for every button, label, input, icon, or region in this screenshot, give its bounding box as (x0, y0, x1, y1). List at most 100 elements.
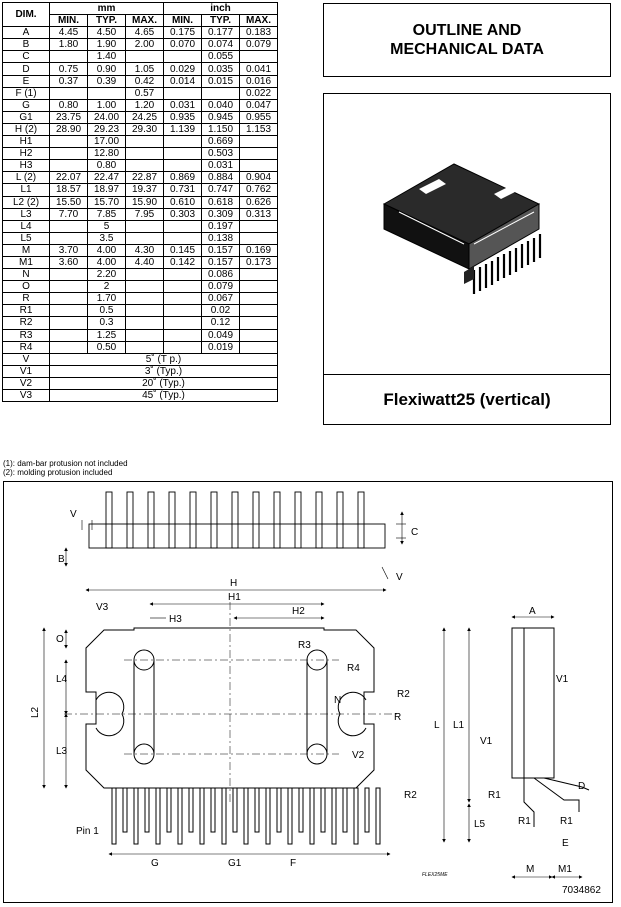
label-v2: V2 (352, 750, 365, 761)
value-cell: 0.169 (239, 243, 278, 257)
front-pin (232, 787, 238, 833)
value-cell (49, 86, 88, 100)
value-cell: 2 (87, 280, 126, 294)
value-cell (163, 135, 202, 149)
dim-cell: L3 (2, 207, 50, 221)
label-r2-bottom: R2 (404, 790, 417, 801)
dim-cell: L1 (2, 183, 50, 197)
value-cell: 0.884 (201, 171, 240, 185)
package-name: Flexiwatt25 (vertical) (324, 374, 610, 425)
value-cell: 0.869 (163, 171, 202, 185)
front-pin (111, 787, 117, 845)
value-cell: 28.90 (49, 122, 88, 137)
label-l4: L4 (56, 674, 68, 685)
value-cell: 18.57 (49, 183, 88, 197)
label-h3: H3 (169, 614, 182, 625)
value-cell (163, 280, 202, 294)
value-cell: 0.747 (201, 183, 240, 197)
label-l: L (434, 720, 440, 731)
value-cell: 0.303 (163, 207, 202, 221)
value-cell: 0.197 (201, 219, 240, 233)
value-cell (163, 292, 202, 306)
value-cell: 1.70 (87, 292, 126, 306)
value-cell: 0.040 (201, 98, 240, 112)
label-f: F (290, 858, 296, 869)
value-cell: 0.022 (239, 86, 278, 100)
front-pin (221, 787, 227, 845)
value-cell (239, 50, 278, 64)
dim-cell: R2 (2, 316, 50, 330)
value-cell: 3.60 (49, 255, 88, 270)
label-r3: R3 (298, 640, 311, 651)
value-cell: 0.945 (201, 110, 240, 124)
value-cell (163, 159, 202, 173)
value-cell: 5 (87, 219, 126, 233)
value-cell: 0.177 (201, 26, 240, 40)
value-cell: 0.049 (201, 328, 240, 342)
dim-cell: V1 (2, 364, 50, 378)
value-cell: 1.139 (163, 122, 202, 137)
dim-cell: V (2, 352, 50, 366)
label-v1-bottom: V1 (480, 736, 493, 747)
value-cell: 15.90 (125, 195, 164, 209)
front-pin (177, 787, 183, 845)
label-h: H (230, 578, 237, 589)
front-pin (375, 787, 381, 845)
side-pin (147, 491, 155, 549)
value-cell: 4.00 (87, 243, 126, 257)
value-cell: 4.45 (49, 26, 88, 40)
dim-cell: G (2, 98, 50, 112)
value-cell (49, 219, 88, 233)
value-cell: 0.955 (239, 110, 278, 124)
value-cell: 0.904 (239, 171, 278, 185)
front-pin (133, 787, 139, 845)
value-cell (49, 316, 88, 330)
value-cell (49, 280, 88, 294)
value-cell (163, 231, 202, 245)
dim-cell: B (2, 38, 50, 52)
value-cell: 0.309 (201, 207, 240, 221)
label-r1-b: R1 (518, 816, 531, 827)
value-cell (49, 304, 88, 318)
front-pin (353, 787, 359, 845)
value-cell (125, 147, 164, 161)
value-cell: 0.145 (163, 243, 202, 257)
value-cell: 24.25 (125, 110, 164, 124)
value-cell: 0.90 (87, 62, 126, 76)
value-cell: 4.40 (125, 255, 164, 270)
front-pin (122, 787, 128, 833)
mm-header: mm (49, 1, 164, 16)
value-cell: 4.30 (125, 243, 164, 257)
value-cell (239, 219, 278, 233)
dim-cell: R4 (2, 340, 50, 354)
front-pin (188, 787, 194, 833)
side-pin (189, 491, 197, 549)
value-cell: 0.019 (201, 340, 240, 354)
dim-cell: R3 (2, 328, 50, 342)
label-l3: L3 (56, 746, 68, 757)
label-m: M (526, 864, 534, 875)
value-cell (239, 340, 278, 354)
value-cell: 45˚ (Typ.) (49, 388, 278, 403)
label-h1: H1 (228, 592, 241, 603)
front-pin (166, 787, 172, 833)
outline-drawing-svg: V C B V H H1 H2 H3 V3 (30, 491, 601, 896)
front-pin (265, 787, 271, 845)
dim-cell: N (2, 268, 50, 282)
label-g: G (151, 858, 159, 869)
value-cell: 0.731 (163, 183, 202, 197)
value-cell: 0.762 (239, 183, 278, 197)
value-cell: 0.80 (49, 98, 88, 112)
value-cell: 0.42 (125, 74, 164, 88)
value-cell: 7.95 (125, 207, 164, 221)
value-cell (239, 292, 278, 306)
value-cell (49, 159, 88, 173)
dim-cell: L (2) (2, 171, 50, 185)
